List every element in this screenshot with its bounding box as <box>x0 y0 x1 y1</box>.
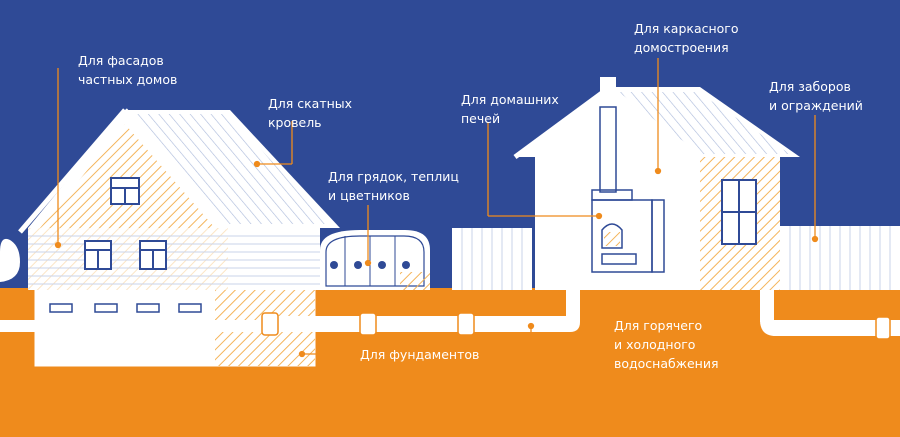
label-roofs: Для скатных кровель <box>268 94 352 132</box>
label-line: Для фундаментов <box>360 347 480 362</box>
label-line: Для каркасного <box>634 21 739 36</box>
label-frame: Для каркасного домостроения <box>634 19 739 57</box>
label-fences: Для заборов и ограждений <box>769 77 863 115</box>
label-line: кровель <box>268 115 322 130</box>
label-line: Для домашних <box>461 92 559 107</box>
label-line: водоснабжения <box>614 356 719 371</box>
greenhouse <box>320 230 430 290</box>
fence-right <box>780 226 900 290</box>
label-garden: Для грядок, теплиц и цветников <box>328 167 459 205</box>
label-line: и холодного <box>614 337 696 352</box>
bush <box>0 238 20 282</box>
label-line: частных домов <box>78 72 178 87</box>
label-facades: Для фасадов частных домов <box>78 51 177 89</box>
label-line: Для скатных <box>268 96 353 111</box>
label-line: Для фасадов <box>78 53 164 68</box>
label-foundations: Для фундаментов <box>360 345 479 364</box>
stove <box>591 189 665 273</box>
label-line: Для грядок, теплиц <box>328 169 459 184</box>
label-line: Для заборов <box>769 79 851 94</box>
water-pipes <box>0 290 900 340</box>
label-line: и ограждений <box>769 98 863 113</box>
label-line: и цветников <box>328 188 410 203</box>
label-line: домостроения <box>634 40 729 55</box>
label-line: печей <box>461 111 501 126</box>
label-stoves: Для домашних печей <box>461 90 559 128</box>
label-line: Для горячего <box>614 318 703 333</box>
leader-lines <box>54 58 819 358</box>
label-water: Для горячего и холодного водоснабжения <box>614 316 719 373</box>
fence-left <box>452 228 532 290</box>
